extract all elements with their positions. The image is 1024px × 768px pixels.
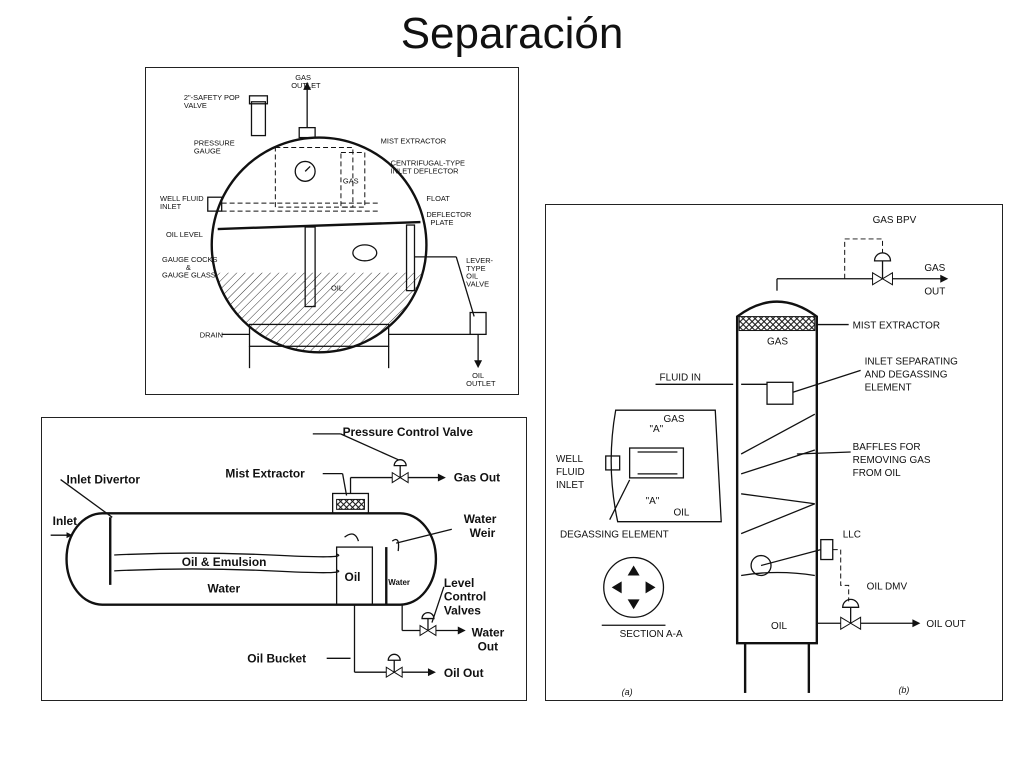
- detail-gas-label: GAS: [663, 414, 684, 425]
- baffles-label-3: FROM OIL: [853, 468, 902, 479]
- oil-bucket-oil-label: Oil: [345, 570, 361, 584]
- centrifugal-deflector-label: CENTRIFUGAL-TYPE: [391, 158, 465, 167]
- gas-out-label: Gas Out: [454, 471, 500, 485]
- section-aa-label: SECTION A-A: [620, 629, 683, 640]
- oil-level-label: OIL LEVEL: [166, 230, 203, 239]
- oil-emulsion-label: Oil & Emulsion: [182, 555, 267, 569]
- water-label: Water: [208, 582, 241, 596]
- lever-valve-label: LEVER-: [466, 256, 493, 265]
- water-out-label: Water: [472, 625, 505, 639]
- oil-label: OIL: [771, 621, 787, 632]
- oil-outlet-label: OIL: [472, 371, 484, 380]
- centrifugal-deflector-label-2: INLET DEFLECTOR: [391, 166, 460, 175]
- level-control-label-3: Valves: [444, 604, 481, 618]
- oil-outlet-label-2: OUTLET: [466, 379, 496, 388]
- gas-out-label: GAS: [924, 263, 945, 274]
- inlet-divertor-label: Inlet Divertor: [67, 473, 141, 487]
- pressure-gauge-label: PRESSURE: [194, 139, 235, 148]
- water-weir-label-2: Weir: [470, 526, 496, 540]
- inlet-separating-label-3: ELEMENT: [865, 382, 912, 393]
- vertical-separator-diagram: GAS BPV GAS OUT MIST EXTRACTOR GAS FLUID…: [545, 204, 1003, 701]
- deflector-plate-label: DEFLECTOR: [426, 210, 472, 219]
- slide-title: Separación: [400, 9, 624, 58]
- water-out-label-2: Out: [478, 639, 499, 653]
- well-fluid-inlet-label-3: INLET: [556, 480, 584, 491]
- gas-bpv-label: GAS BPV: [873, 215, 917, 226]
- sphere-vessel: [210, 136, 428, 354]
- pressure-control-valve-label: Pressure Control Valve: [343, 425, 474, 439]
- horizontal-vessel: [65, 512, 438, 606]
- mist-extractor-label: MIST EXTRACTOR: [853, 321, 940, 332]
- detail-a-top-label: "A": [650, 424, 664, 435]
- level-control-label: Level: [444, 576, 474, 590]
- figure-a-label: (a): [622, 687, 633, 697]
- baffles-label: BAFFLES FOR: [853, 442, 921, 453]
- horizontal-separator-drawing: Pressure Control Valve Mist Extractor Ga…: [50, 425, 505, 680]
- detail-oil-label: OIL: [673, 508, 689, 519]
- safety-valve-label-2: VALVE: [184, 101, 207, 110]
- drain-label: DRAIN: [200, 330, 223, 339]
- weir-water-label: Water: [388, 578, 410, 587]
- vertical-vessel: [735, 300, 819, 645]
- oil-label: OIL: [331, 284, 343, 293]
- lever-valve-label-2: TYPE: [466, 264, 485, 273]
- well-fluid-inlet-label-2: FLUID: [556, 467, 585, 478]
- safety-valve-label: 2"-SAFETY POP: [184, 93, 240, 102]
- well-fluid-inlet-label: WELL: [556, 454, 584, 465]
- mist-extractor-pad: [738, 316, 816, 332]
- oil-level-line: [217, 220, 421, 231]
- horizontal-separator-diagram: Pressure Control Valve Mist Extractor Ga…: [41, 417, 527, 701]
- gauge-cocks-label-2: &: [186, 263, 191, 272]
- oil-out-label: Oil Out: [444, 666, 484, 680]
- mist-extractor-mesh: [336, 498, 365, 510]
- vertical-separator-drawing: GAS BPV GAS OUT MIST EXTRACTOR GAS FLUID…: [556, 215, 966, 697]
- fluid-in-label: FLUID IN: [660, 372, 701, 383]
- gas-out-label-2: OUT: [924, 287, 945, 298]
- mist-extractor-label: MIST EXTRACTOR: [381, 137, 447, 146]
- gas-outlet-label: GAS: [295, 73, 311, 82]
- lever-valve-label-4: VALVE: [466, 280, 489, 289]
- float-label: FLOAT: [426, 194, 450, 203]
- water-weir-label: Water: [464, 512, 497, 526]
- gas-outlet-label-2: OUTLET: [291, 81, 321, 90]
- spherical-separator-drawing: GAS OUTLET 2"-SAFETY POP VALVE PRESSURE …: [160, 73, 496, 388]
- oil-dmv-label: OIL DMV: [867, 581, 908, 592]
- oil-out-label: OIL OUT: [926, 619, 965, 630]
- well-fluid-inlet-label: WELL FLUID: [160, 194, 204, 203]
- gas-label: GAS: [343, 176, 359, 185]
- mist-extractor-label: Mist Extractor: [225, 467, 305, 481]
- spherical-separator-diagram: GAS OUTLET 2"-SAFETY POP VALVE PRESSURE …: [145, 67, 519, 395]
- baffles-label-2: REMOVING GAS: [853, 455, 931, 466]
- oil-bucket-label: Oil Bucket: [247, 651, 306, 665]
- level-control-label-2: Control: [444, 590, 486, 604]
- inlet-label: Inlet: [53, 514, 78, 528]
- detail-a-bottom-label: "A": [646, 496, 660, 507]
- gauge-cocks-label-3: GAUGE GLASS: [162, 271, 216, 280]
- gauge-cocks-label: GAUGE COCKS: [162, 255, 217, 264]
- inlet-separating-label: INLET SEPARATING: [865, 356, 958, 367]
- deflector-plate-label-2: PLATE: [430, 218, 453, 227]
- well-fluid-inlet-label-2: INLET: [160, 202, 182, 211]
- llc-label: LLC: [843, 530, 861, 541]
- figure-b-label: (b): [898, 685, 909, 695]
- inlet-separating-label-2: AND DEGASSING: [865, 369, 948, 380]
- gas-label: GAS: [767, 336, 788, 347]
- degassing-element-label: DEGASSING ELEMENT: [560, 530, 669, 541]
- lever-valve-label-3: OIL: [466, 272, 478, 281]
- pressure-gauge-label-2: GAUGE: [194, 146, 221, 155]
